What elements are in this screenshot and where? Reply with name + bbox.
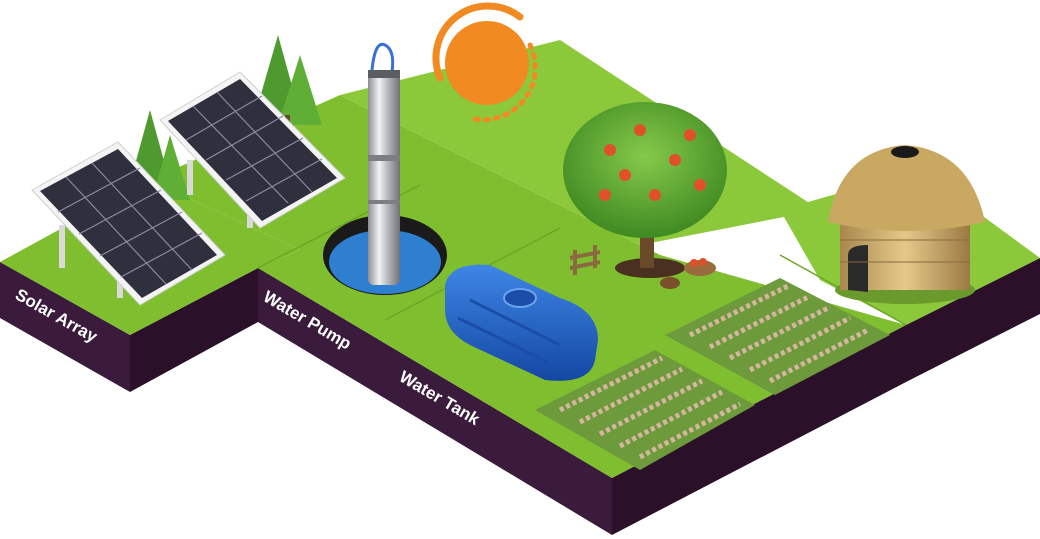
crop-field-icon	[665, 278, 890, 395]
submersible-pump-icon	[368, 42, 400, 285]
fence-icon	[569, 245, 601, 275]
solar-block-side	[0, 262, 130, 392]
farm-block-front	[612, 325, 906, 535]
pump-block-side	[258, 268, 612, 535]
solar-block-front	[130, 268, 258, 392]
solar-panel-icon	[31, 141, 226, 306]
fruit-basket-icon	[660, 258, 716, 289]
solar-panel-icon	[159, 71, 346, 229]
apple-tree-icon	[563, 102, 727, 278]
sun-icon	[432, 2, 538, 123]
crop-field-icon	[535, 350, 755, 470]
hut-icon	[828, 145, 985, 304]
water-tank-icon	[445, 264, 598, 381]
hut-block-front	[906, 258, 1040, 382]
